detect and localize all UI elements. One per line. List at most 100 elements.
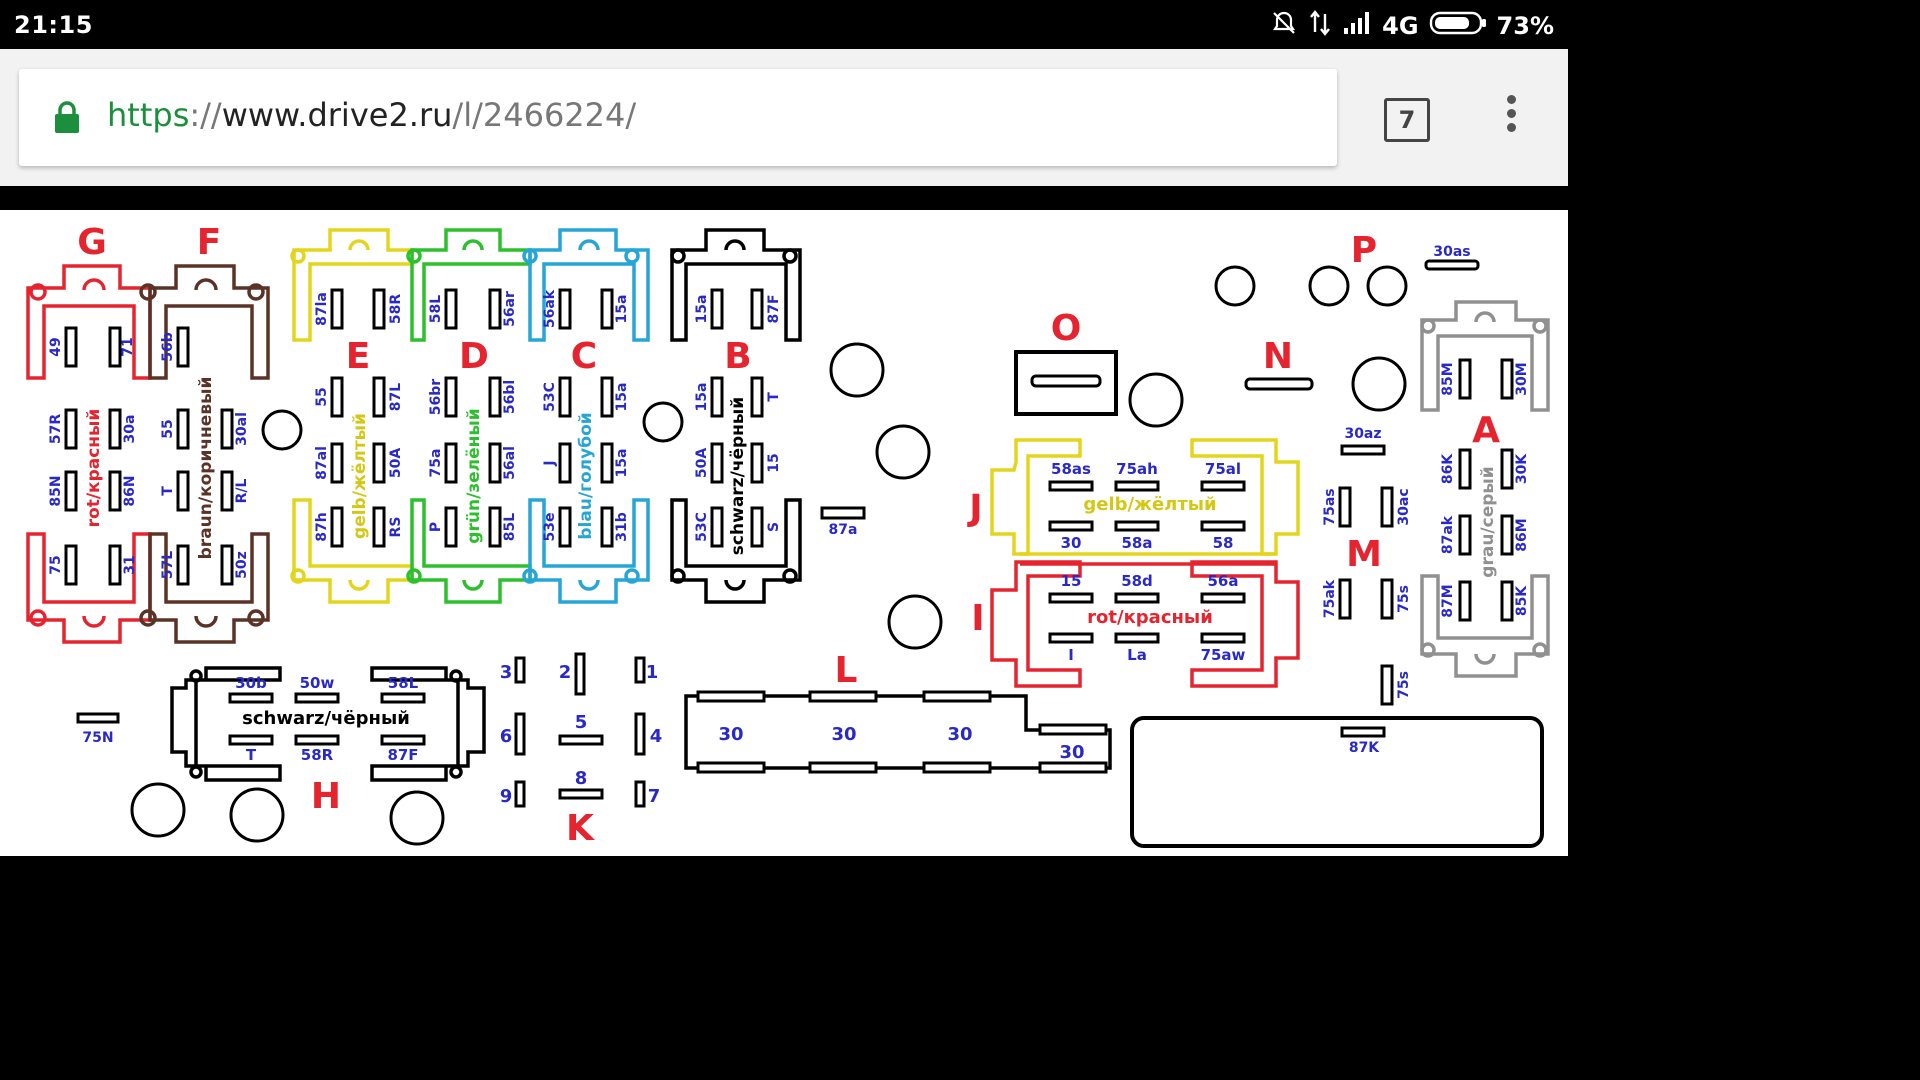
pin-label: 58d [1121,572,1153,590]
pin-label: 58R [301,746,334,764]
pin-label: 75al [1205,460,1241,478]
pin-label: 50z [234,551,250,579]
page-content: G F E D C B O N P A J I M L H K rot/крас… [0,186,1568,882]
block-j-outline [990,438,1300,556]
pin-label: 87K [1349,740,1380,756]
pin-label: 55 [314,387,330,406]
url-path: /l/2466224/ [452,96,637,134]
pin-label: 87F [766,294,782,323]
color-label-a: grau/серый [1478,466,1498,577]
pin-label: 3 [500,662,513,683]
pin-label: 30 [831,724,856,745]
block-letter-d: D [459,336,489,377]
pin-labels-c: 56ak 15a 53C 15a J 15a 53e 31b [542,289,630,542]
pin-label: 75a [428,449,444,478]
color-label-b: schwarz/чёрный [728,397,748,555]
status-time: 21:15 [14,11,93,39]
color-label-j: gelb/жёлтый [1083,494,1216,515]
block-letter-j: J [966,488,982,529]
address-bar[interactable]: https://www.drive2.ru/l/2466224/ [19,69,1337,166]
pin-label: I [1068,646,1074,664]
pin-label: 87ak [1440,515,1456,554]
pin-label: 87al [314,446,330,480]
pin-label: 58as [1051,460,1091,478]
block-k-pins [514,652,646,808]
pin-label: 30 [1061,534,1082,552]
lock-icon[interactable] [52,99,82,139]
pin-label: 85M [1440,362,1456,395]
block-c-outline [522,228,650,604]
pin-label: 15a [614,449,630,478]
pin-label: 53C [542,382,558,412]
pin-label: 56a [1208,572,1239,590]
pin-label: 30as [1433,244,1470,260]
pin-labels-d: 58L 56ar 56br 56bl 75a 56al P 85L [428,291,518,541]
pin-label: 55 [160,419,176,438]
tab-switcher-icon[interactable]: 7 [1384,98,1430,142]
slot-n [1244,377,1314,391]
block-h-outline [170,666,486,782]
pin-label: 57R [48,414,64,444]
pin-label: 15 [1061,572,1082,590]
block-e-outline [290,228,414,604]
pin-labels-a: 85M 30M 86K 30K 87ak 86M 87M 85K [1440,362,1530,617]
pin-label: 30ac [1396,488,1412,525]
pin-label: 15a [614,295,630,324]
pin-label: 87M [1440,584,1456,617]
url-separator: :// [189,96,222,134]
pin-label: 58L [428,295,444,323]
block-letter-p: P [1351,230,1377,271]
pin-label: RS [388,517,404,538]
block-d-outline [406,228,532,604]
block-a-pins [1458,358,1514,622]
url-text[interactable]: https://www.drive2.ru/l/2466224/ [107,96,636,134]
pin-label: 30 [718,724,743,745]
pin-label: S [766,522,782,532]
mute-icon [1270,9,1298,43]
pin-label: 50A [694,448,710,478]
block-gf-pins [64,326,234,586]
pin-label: 4 [650,726,663,747]
pin-label: 87la [314,292,330,326]
pin-labels-f: 56b 55 30al T R/L 57L 50z [160,332,250,579]
pin-labels-g: 49 71 57R 30a 85N 86N 75 31 [48,337,138,574]
pin-label: 15a [694,383,710,412]
pin-labels-l: 30 30 30 30 [718,724,1084,763]
pin-label: 86K [1440,453,1456,484]
empty-compartment [1130,716,1544,848]
pin-label: 58R [388,294,404,324]
pin-label: 56ak [542,289,558,328]
pin-labels-i: 15 58d 56a I La 75aw [1061,572,1246,664]
block-letter-g: G [77,222,107,263]
block-h-pins [76,692,426,746]
pin-label: 56al [502,446,518,480]
pin-label: T [766,392,782,402]
pin-label: 71 [120,337,136,356]
pin-label: 58L [388,674,419,692]
color-label-e: gelb/жёлтый [350,413,370,539]
mounting-holes [130,265,1408,846]
pin-label: 30b [235,674,267,692]
color-label-f: braun/коричневый [196,377,216,560]
color-label-g: rot/красный [84,409,104,528]
color-label-c: blau/голубой [576,412,596,539]
pin-label: 5 [575,712,588,733]
block-l [684,690,1112,774]
pin-labels-h: 30b 50w 58L T 58R 87F [235,674,418,764]
color-label-d: grün/зелёный [464,408,484,543]
pin-label: 50A [388,448,404,478]
pin-label: 2 [559,662,572,683]
block-letter-h: H [311,776,341,817]
overflow-menu-icon[interactable] [1497,95,1525,143]
pin-label: 75N [82,730,113,746]
pin-label: T [246,746,257,764]
pin-label: 53e [542,513,558,542]
pin-label: 8 [575,768,588,789]
pin-label: 1 [646,662,659,683]
block-letter-f: F [197,222,222,263]
pin-labels-j: 58as 75ah 75al 30 58a 58 [1051,460,1241,552]
block-ji-pins [1048,480,1246,644]
browser-toolbar: https://www.drive2.ru/l/2466224/ 7 [0,49,1568,186]
pin-label: 56bl [502,380,518,414]
pin-label: 53C [694,512,710,542]
